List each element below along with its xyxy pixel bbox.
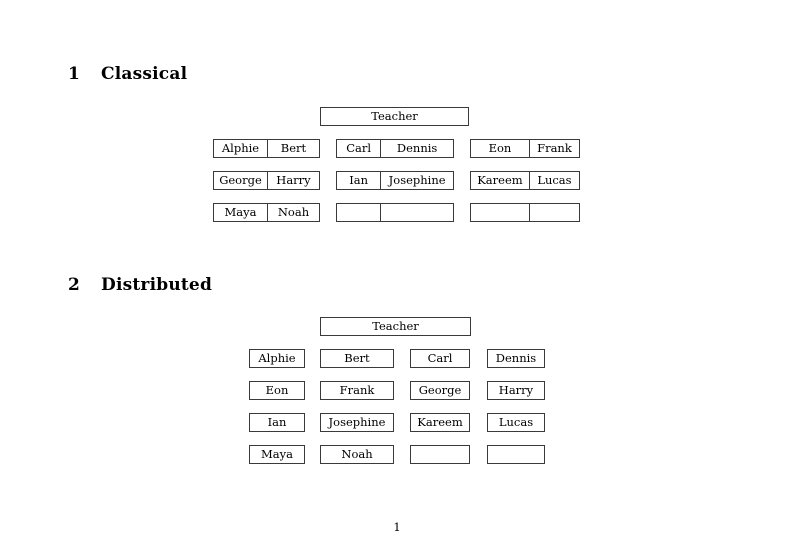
classical-group[interactable]: Eon Frank	[470, 139, 580, 158]
distributed-node[interactable]: Bert	[320, 349, 394, 368]
distributed-node[interactable]: Noah	[320, 445, 394, 464]
section-heading-classical: 1 Classical	[68, 64, 187, 84]
section-heading-distributed: 2 Distributed	[68, 275, 212, 295]
classical-group-cell-empty[interactable]	[380, 204, 453, 221]
classical-group-cell[interactable]: Dennis	[380, 140, 453, 157]
classical-group-cell[interactable]: Alphie	[221, 140, 260, 155]
distributed-node[interactable]: Eon	[249, 381, 305, 400]
classical-group-cell[interactable]: Ian	[349, 172, 369, 187]
classical-group-cell[interactable]: Noah	[266, 204, 319, 221]
distributed-node[interactable]: Josephine	[320, 413, 394, 432]
distributed-teacher-node[interactable]: Teacher	[320, 317, 471, 336]
classical-group[interactable]: Kareem Lucas	[470, 171, 580, 190]
classical-group-cell[interactable]: Carl	[346, 140, 372, 155]
classical-group-cell[interactable]: Josephine	[380, 172, 453, 189]
classical-group-cell[interactable]: Lucas	[528, 172, 579, 189]
distributed-node[interactable]: Lucas	[487, 413, 545, 432]
distributed-node[interactable]: Ian	[249, 413, 305, 432]
distributed-node[interactable]: Maya	[249, 445, 305, 464]
distributed-node[interactable]: Harry	[487, 381, 545, 400]
distributed-node-empty[interactable]	[410, 445, 470, 464]
classical-group-cell[interactable]: Maya	[224, 204, 257, 219]
classical-group-cell[interactable]: Kareem	[477, 172, 523, 187]
classical-group[interactable]: George Harry	[213, 171, 320, 190]
distributed-node[interactable]: George	[410, 381, 470, 400]
distributed-node-empty[interactable]	[487, 445, 545, 464]
distributed-node[interactable]: Dennis	[487, 349, 545, 368]
section-number: 1	[68, 64, 81, 84]
classical-group-cell[interactable]: Frank	[528, 140, 579, 157]
classical-group-cell[interactable]: Bert	[266, 140, 319, 157]
classical-group-cell[interactable]: Harry	[266, 172, 319, 189]
classical-group[interactable]: Maya Noah	[213, 203, 320, 222]
distributed-node[interactable]: Alphie	[249, 349, 305, 368]
classical-group[interactable]: Alphie Bert	[213, 139, 320, 158]
classical-group-empty[interactable]	[336, 203, 454, 222]
distributed-node[interactable]: Kareem	[410, 413, 470, 432]
classical-group[interactable]: Ian Josephine	[336, 171, 454, 190]
classical-teacher-node[interactable]: Teacher	[320, 107, 469, 126]
section-number: 2	[68, 275, 81, 295]
classical-group-empty[interactable]	[470, 203, 580, 222]
section-title: Distributed	[101, 275, 213, 295]
distributed-node[interactable]: Carl	[410, 349, 470, 368]
classical-group[interactable]: Carl Dennis	[336, 139, 454, 158]
distributed-node[interactable]: Frank	[320, 381, 394, 400]
classical-group-cell-empty[interactable]	[528, 204, 579, 221]
section-title: Classical	[101, 64, 188, 84]
classical-group-cell[interactable]: Eon	[488, 140, 512, 155]
page-number: 1	[393, 520, 401, 534]
classical-group-cell[interactable]: George	[219, 172, 262, 187]
